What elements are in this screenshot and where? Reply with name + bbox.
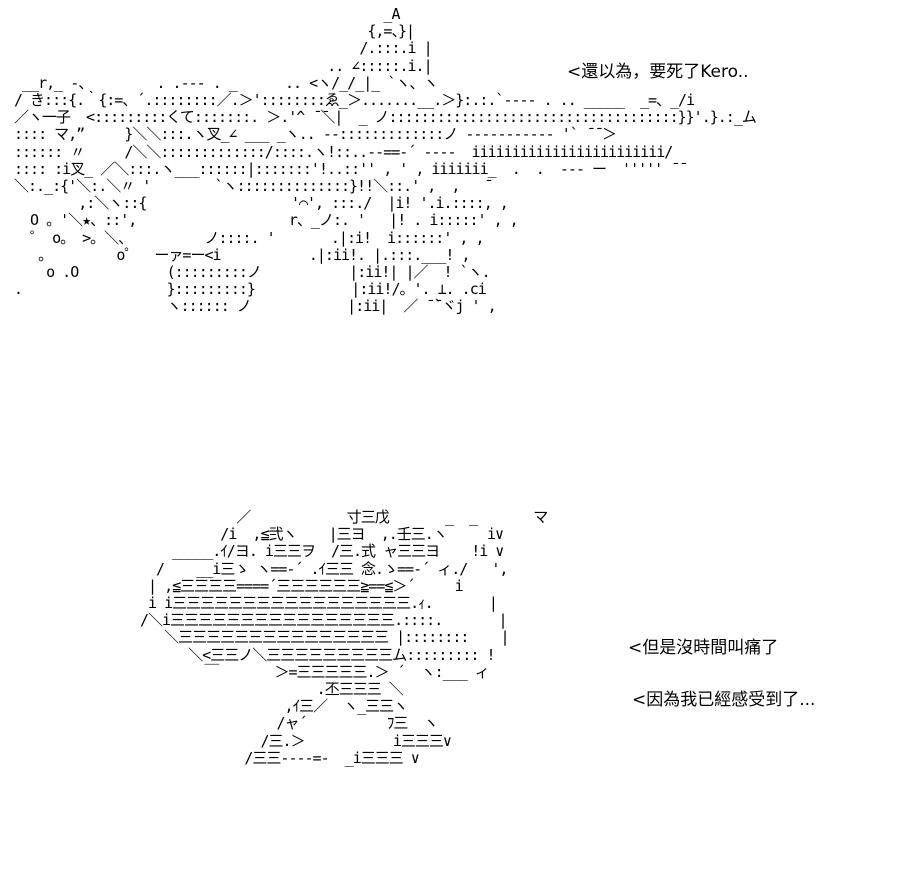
caption-no-time-for-pain: <但是沒時間叫痛了 [628, 638, 779, 658]
ascii-art-frog-fist: ／ 寸三戊 _ _ マ /i ,≦弐ヽ |三ヨ ,.壬三.ヽ i∨ _____.… [140, 508, 548, 767]
caption-thought-dead: <還以為，要死了Kero.. [567, 62, 749, 82]
caption-already-felt: <因為我已經感受到了... [632, 690, 816, 710]
ascii-art-frog-with-gun: _A {,=、}| /.:::.i | .. ∠:::::.i.| __r,_ … [14, 5, 757, 316]
